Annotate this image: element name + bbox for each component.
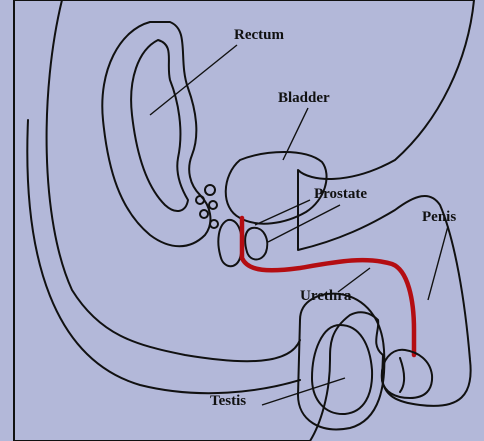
label-penis: Penis bbox=[422, 209, 456, 225]
label-bladder: Bladder bbox=[278, 90, 330, 106]
label-urethra: Urethra bbox=[300, 288, 352, 304]
label-testis: Testis bbox=[210, 393, 246, 409]
label-rectum: Rectum bbox=[234, 27, 284, 43]
label-prostate: Prostate bbox=[314, 186, 367, 202]
